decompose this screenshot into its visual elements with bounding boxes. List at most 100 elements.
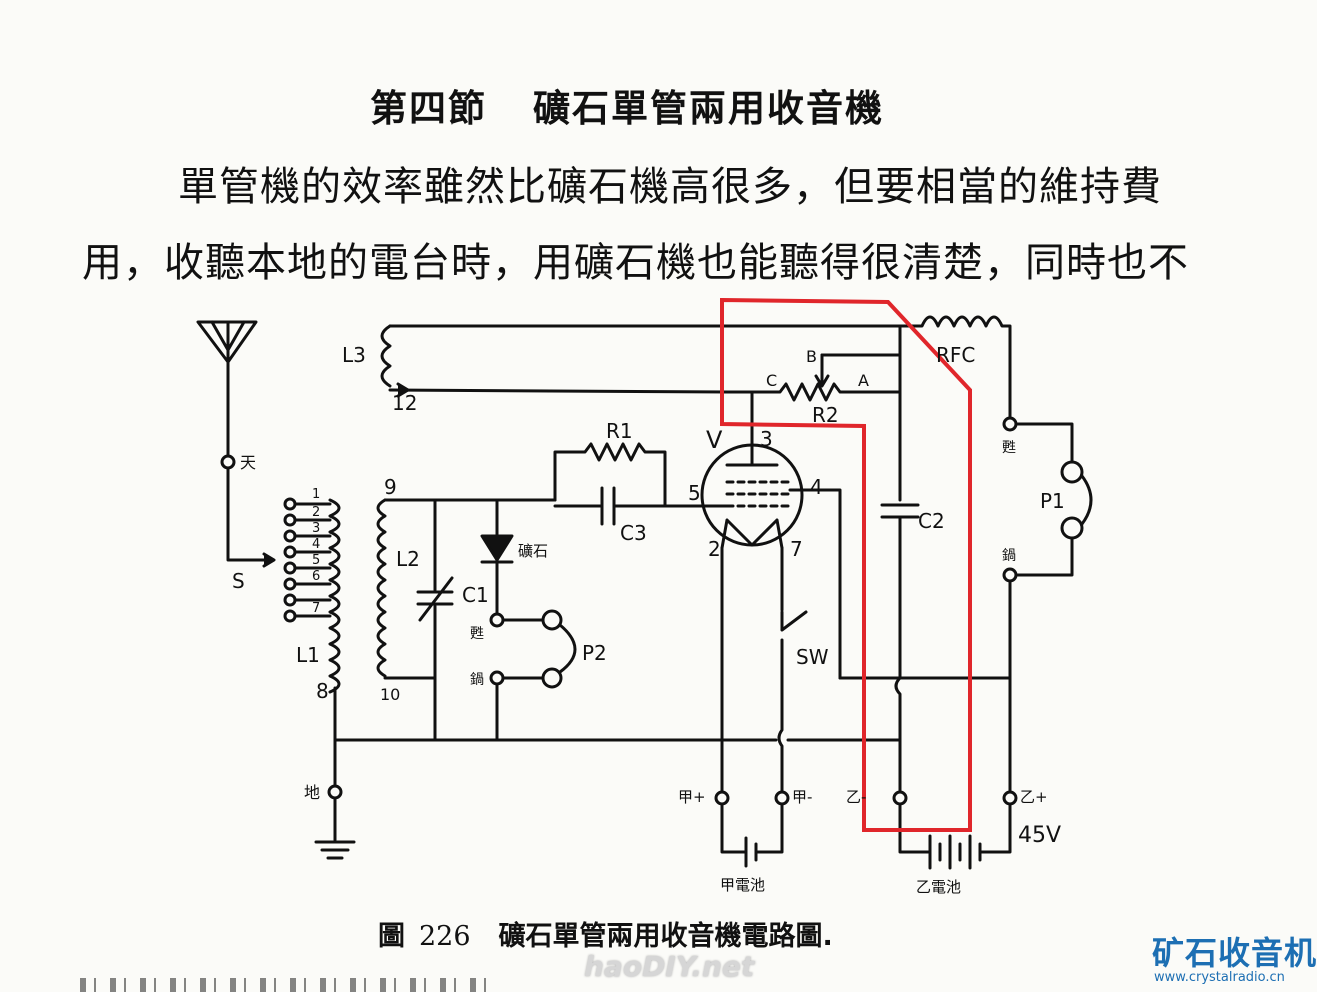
tube-filament — [720, 518, 784, 550]
label-b-plus: 乙+ — [1020, 788, 1048, 806]
caption-text: 礦石單管兩用收音機電路圖. — [498, 921, 833, 952]
label-tap7: 7 — [312, 601, 320, 616]
p1-wires — [1014, 422, 1074, 577]
figure-caption: 圖 226 礦石單管兩用收音機電路圖. — [378, 914, 833, 953]
caption-number: 226 — [419, 921, 471, 952]
label-antenna: 天 — [240, 453, 256, 472]
label-c3: C3 — [620, 521, 647, 545]
caption-figure: 圖 — [378, 921, 405, 952]
terminal-b-plus — [1002, 790, 1018, 806]
label-c1: C1 — [462, 583, 489, 607]
paragraph-line-2: 用，收聽本地的電台時，用礦石機也能聽得很清楚，同時也不 — [82, 240, 1189, 286]
b-battery — [898, 802, 1012, 870]
label-v: V — [706, 426, 723, 454]
rfc-coil — [898, 315, 1012, 420]
antenna-symbol — [196, 320, 258, 364]
highlight-outline — [720, 297, 972, 832]
label-pin2: 2 — [708, 537, 721, 561]
arrow-head-s — [262, 552, 276, 568]
section-heading: 第四節 礦石單管兩用收音機 — [370, 78, 884, 132]
label-jack-bottom-left: 鍋 — [470, 672, 484, 688]
terminal-a-plus — [714, 790, 730, 806]
label-tap12: 12 — [392, 391, 417, 415]
jack-p2-top — [489, 612, 505, 628]
label-jack-bottom-right: 鍋 — [1002, 548, 1016, 564]
jack-p1-top — [1002, 416, 1018, 432]
label-l2: L2 — [396, 547, 420, 571]
label-tap1: 1 — [312, 487, 320, 502]
resistor-r1 — [553, 442, 667, 508]
label-a-plus: 甲+ — [678, 788, 706, 806]
watermark-logo: 矿石收音机 www.crystalradio.cn — [1152, 928, 1316, 988]
coil-l1 — [283, 497, 341, 742]
label-sw: SW — [796, 645, 829, 669]
logo-url: www.crystalradio.cn — [1154, 970, 1285, 985]
label-jack-top-left: 甦 — [470, 626, 484, 642]
resistor-r2 — [726, 382, 902, 402]
label-pin7: 7 — [790, 537, 803, 561]
label-c: C — [766, 371, 777, 390]
label-a-minus: 甲- — [792, 788, 812, 806]
label-a-battery: 甲電池 — [720, 876, 765, 894]
terminal-a-minus — [774, 790, 790, 806]
jack-p2-bottom — [489, 670, 505, 686]
label-p1: P1 — [1040, 489, 1065, 513]
label-tap5: 5 — [312, 553, 320, 568]
label-tap9: 9 — [384, 475, 397, 499]
label-b: B — [806, 347, 817, 366]
label-jack-top-right: 甦 — [1002, 440, 1016, 456]
headphone-p1-bottom — [1060, 516, 1084, 540]
label-crystal: 礦石 — [518, 542, 548, 560]
switch-sw — [777, 610, 808, 794]
label-tap10: 10 — [380, 685, 400, 704]
section-title: 礦石單管兩用收音機 — [533, 87, 884, 130]
a-battery — [720, 802, 784, 868]
headphone-p1-top — [1060, 460, 1084, 484]
label-c2: C2 — [918, 509, 945, 533]
tube-plate — [725, 430, 779, 467]
label-ground: 地 — [304, 783, 320, 802]
label-pin3: 3 — [760, 427, 773, 451]
tube-grids — [725, 480, 792, 508]
label-tap4: 4 — [312, 537, 320, 552]
terminal-b-minus — [892, 790, 908, 806]
arrow-l3 — [396, 382, 410, 398]
coil-l2 — [376, 498, 387, 678]
next-line-fragment — [80, 978, 500, 992]
label-voltage: 45V — [1018, 823, 1061, 848]
label-s: S — [232, 569, 245, 593]
label-l1: L1 — [296, 643, 320, 667]
label-tap8: 8 — [316, 679, 329, 703]
label-a: A — [858, 371, 869, 390]
headphone-p2-top — [541, 609, 563, 631]
r2-wiper — [814, 353, 830, 388]
section-number: 第四節 — [370, 87, 487, 130]
label-p2: P2 — [582, 641, 607, 665]
label-r1: R1 — [606, 419, 633, 443]
tube-screen-lead — [788, 488, 842, 680]
crystal-detector — [480, 498, 514, 622]
logo-text: 矿石收音机 — [1152, 934, 1317, 972]
antenna-terminal — [220, 454, 236, 470]
label-b-battery: 乙電池 — [916, 878, 961, 896]
label-tap2: 2 — [312, 505, 320, 520]
capacitor-c3 — [553, 486, 707, 526]
label-r2: R2 — [812, 403, 839, 427]
headphone-p2-band — [558, 623, 577, 674]
paragraph-line-1: 單管機的效率雖然比礦石機高很多，但要相當的維持費 — [178, 164, 1162, 210]
antenna-lead — [226, 466, 274, 562]
ground-terminal — [327, 784, 343, 800]
label-tap6: 6 — [312, 569, 320, 584]
l3-bottom-wire — [388, 388, 730, 394]
capacitor-c1 — [416, 498, 454, 742]
jack-p1-bottom — [1002, 567, 1018, 583]
label-pin4: 4 — [810, 475, 823, 499]
headphone-p2-bottom — [541, 667, 563, 689]
capacitor-c2 — [880, 503, 920, 794]
watermark-haodiy: haoDIY.net — [584, 950, 755, 983]
label-tap3: 3 — [312, 521, 320, 536]
ground-symbol — [314, 840, 356, 860]
label-rfc: RFC — [936, 343, 975, 367]
label-l3: L3 — [342, 343, 366, 367]
